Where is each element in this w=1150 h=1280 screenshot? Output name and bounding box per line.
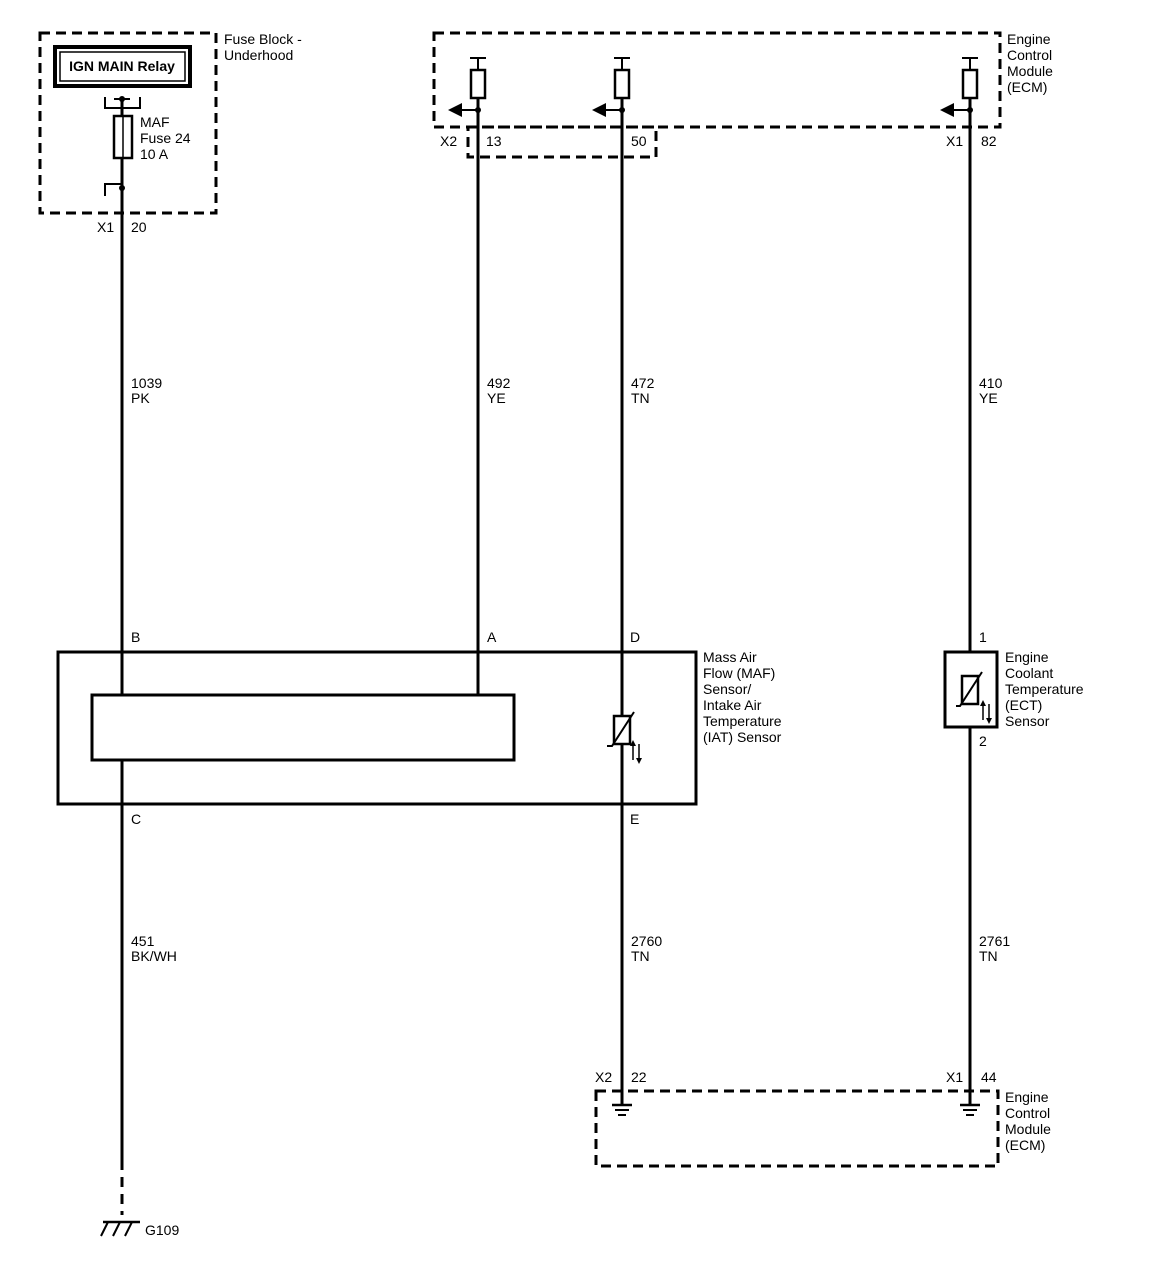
ecm-bottom-label-1: Engine [1005, 1089, 1049, 1105]
ecm-bottom-x1-label: X1 [946, 1069, 963, 1085]
ect-pin-2: 2 [979, 733, 987, 749]
maf-label-3: Sensor/ [703, 681, 751, 697]
arrow-left-icon [448, 103, 462, 117]
ecm-top: Engine Control Module (ECM) [432, 31, 1053, 159]
ecm-top-label-2: Control [1007, 47, 1052, 63]
ect-label-2: Coolant [1005, 665, 1053, 681]
wire-2761-color: TN [979, 948, 998, 964]
ecm-resistor-82 [940, 57, 979, 127]
wire-1039-color: PK [131, 390, 150, 406]
fuse-label-2: Fuse 24 [140, 130, 191, 146]
resistor-icon [961, 68, 979, 100]
chassis-ground: G109 [100, 1220, 179, 1238]
signal-ground-icon [960, 1103, 980, 1116]
maf-iat-sensor: B A D C E Mass Air Flow (MAF) Sensor/ In… [56, 629, 782, 827]
resistor-icon [613, 68, 631, 100]
wire-2761-number: 2761 [979, 933, 1010, 949]
wire-1039-number: 1039 [131, 375, 162, 391]
ect-label-4: (ECT) [1005, 697, 1042, 713]
wire-labels: 1039 PK 492 YE 472 TN 410 YE 451 BK/WH 2… [131, 375, 1010, 964]
ecm-pin-22: 22 [631, 1069, 647, 1085]
iat-thermistor-icon [607, 711, 642, 764]
ect-pin-1: 1 [979, 629, 987, 645]
maf-label-4: Intake Air [703, 697, 762, 713]
ecm-bottom-border [594, 1089, 1000, 1168]
ecm-pin-50: 50 [631, 133, 647, 149]
ecm-pin-13: 13 [486, 133, 502, 149]
fuse-pin-label: 20 [131, 219, 147, 235]
ecm-bottom-x2-label: X2 [595, 1069, 612, 1085]
ecm-pin-82: 82 [981, 133, 997, 149]
wire-410-number: 410 [979, 375, 1003, 391]
ect-label-5: Sensor [1005, 713, 1050, 729]
maf-label-6: (IAT) Sensor [703, 729, 782, 745]
ign-main-relay [53, 45, 192, 88]
fuse-label-3: 10 A [140, 146, 169, 162]
wires [120, 127, 972, 1215]
ecm-bottom-label-4: (ECM) [1005, 1137, 1045, 1153]
fuse-block-title-2: Underhood [224, 47, 293, 63]
splice-icon [104, 183, 122, 196]
maf-pin-d: D [630, 629, 640, 645]
maf-sensing-element [90, 693, 516, 762]
ecm-x1-label: X1 [946, 133, 963, 149]
wire-2760-number: 2760 [631, 933, 662, 949]
ecm-resistor-50 [592, 57, 631, 127]
arrow-left-icon [592, 103, 606, 117]
ecm-bottom: X2 22 X1 44 Engine Control Module (ECM) [594, 1069, 1051, 1168]
wire-472-number: 472 [631, 375, 655, 391]
wire-2760-color: TN [631, 948, 650, 964]
wire-451-number: 451 [131, 933, 155, 949]
ecm-bottom-label-3: Module [1005, 1121, 1051, 1137]
resistor-icon [469, 68, 487, 100]
ect-label-3: Temperature [1005, 681, 1084, 697]
ecm-top-border [432, 31, 1002, 129]
fuse-label-1: MAF [140, 114, 170, 130]
fuse-connector-label: X1 [97, 219, 114, 235]
ecm-top-label-4: (ECM) [1007, 79, 1047, 95]
maf-sensor-body [56, 650, 698, 806]
maf-label-5: Temperature [703, 713, 782, 729]
maf-label-1: Mass Air [703, 649, 757, 665]
wire-492-color: YE [487, 390, 506, 406]
maf-pin-e: E [630, 811, 639, 827]
ecm-x2-connector-border [466, 125, 658, 159]
signal-ground-icon [612, 1103, 632, 1116]
ect-sensor: 1 2 Engine Coolant Temperature (ECT) Sen… [943, 629, 1084, 749]
wire-410-color: YE [979, 390, 998, 406]
ground-label: G109 [145, 1222, 179, 1238]
ign-main-relay-label: IGN MAIN Relay [69, 58, 175, 74]
ecm-top-label-3: Module [1007, 63, 1053, 79]
ecm-pin-44: 44 [981, 1069, 997, 1085]
ect-thermistor-icon [956, 671, 992, 724]
fuse-block-border [38, 31, 218, 215]
ecm-bottom-label-2: Control [1005, 1105, 1050, 1121]
maf-pin-b: B [131, 629, 140, 645]
ecm-x2-label: X2 [440, 133, 457, 149]
ecm-resistor-13 [448, 57, 487, 127]
wire-451-color: BK/WH [131, 948, 177, 964]
ect-label-1: Engine [1005, 649, 1049, 665]
wire-472-color: TN [631, 390, 650, 406]
maf-pin-c: C [131, 811, 141, 827]
fuse-block-title-1: Fuse Block - [224, 31, 302, 47]
maf-label-2: Flow (MAF) [703, 665, 775, 681]
ecm-top-label-1: Engine [1007, 31, 1051, 47]
fuse-block-underhood: Fuse Block - Underhood IGN MAIN Relay MA… [38, 31, 302, 235]
arrow-left-icon [940, 103, 954, 117]
wire-492-number: 492 [487, 375, 511, 391]
maf-pin-a: A [487, 629, 497, 645]
